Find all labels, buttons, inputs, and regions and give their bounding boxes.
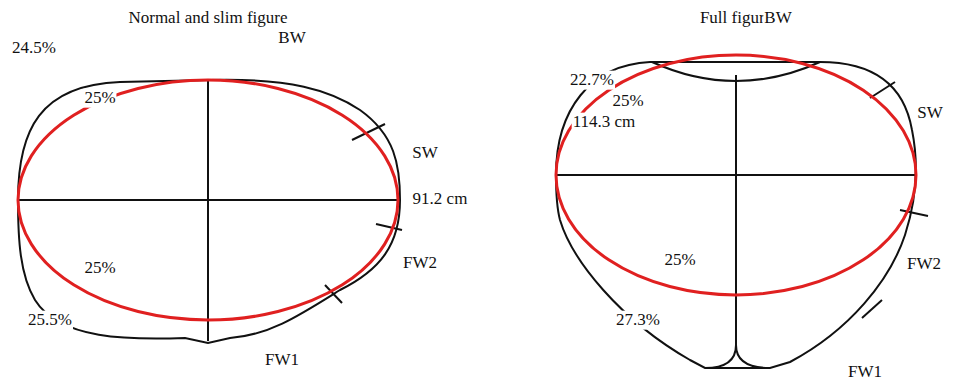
- percentage: 24.5%: [11, 39, 57, 58]
- dimension: 114.3 cm: [572, 113, 637, 132]
- region-label: FW2: [906, 255, 942, 274]
- region-label: SW: [411, 144, 439, 163]
- axis-line: [556, 174, 916, 176]
- axis-line: [18, 199, 398, 201]
- percentage: 27.3%: [615, 311, 661, 330]
- full-figure: [556, 62, 928, 368]
- figure-heading: Normal and slim figure: [127, 9, 288, 28]
- tick-mark: [870, 82, 895, 98]
- percentage: 25%: [83, 259, 116, 278]
- region-label: FW2: [402, 254, 438, 273]
- region-label: BW: [277, 29, 306, 48]
- model-ellipse: [556, 55, 916, 295]
- tick-mark: [376, 224, 402, 230]
- percentage: 25%: [663, 251, 696, 270]
- normal-figure: [18, 80, 402, 343]
- tick-mark: [862, 300, 882, 318]
- figure-heading: Full figure: [699, 9, 773, 28]
- front-cusp: [705, 345, 770, 368]
- region-label: SW: [916, 104, 944, 123]
- percentage: 25.5%: [27, 311, 73, 330]
- body-outline: [556, 62, 916, 368]
- percentage: 25%: [83, 89, 116, 108]
- axis-line: [735, 75, 737, 345]
- region-label: BW: [763, 9, 792, 28]
- region-label: FW1: [847, 363, 883, 382]
- percentage: 25%: [611, 92, 644, 111]
- axis-line: [207, 80, 209, 341]
- dimension: 91.2 cm: [412, 190, 469, 209]
- percentage: 22.7%: [569, 71, 615, 90]
- region-label: FW1: [264, 351, 300, 370]
- model-ellipse: [18, 80, 398, 320]
- body-outline: [18, 80, 400, 343]
